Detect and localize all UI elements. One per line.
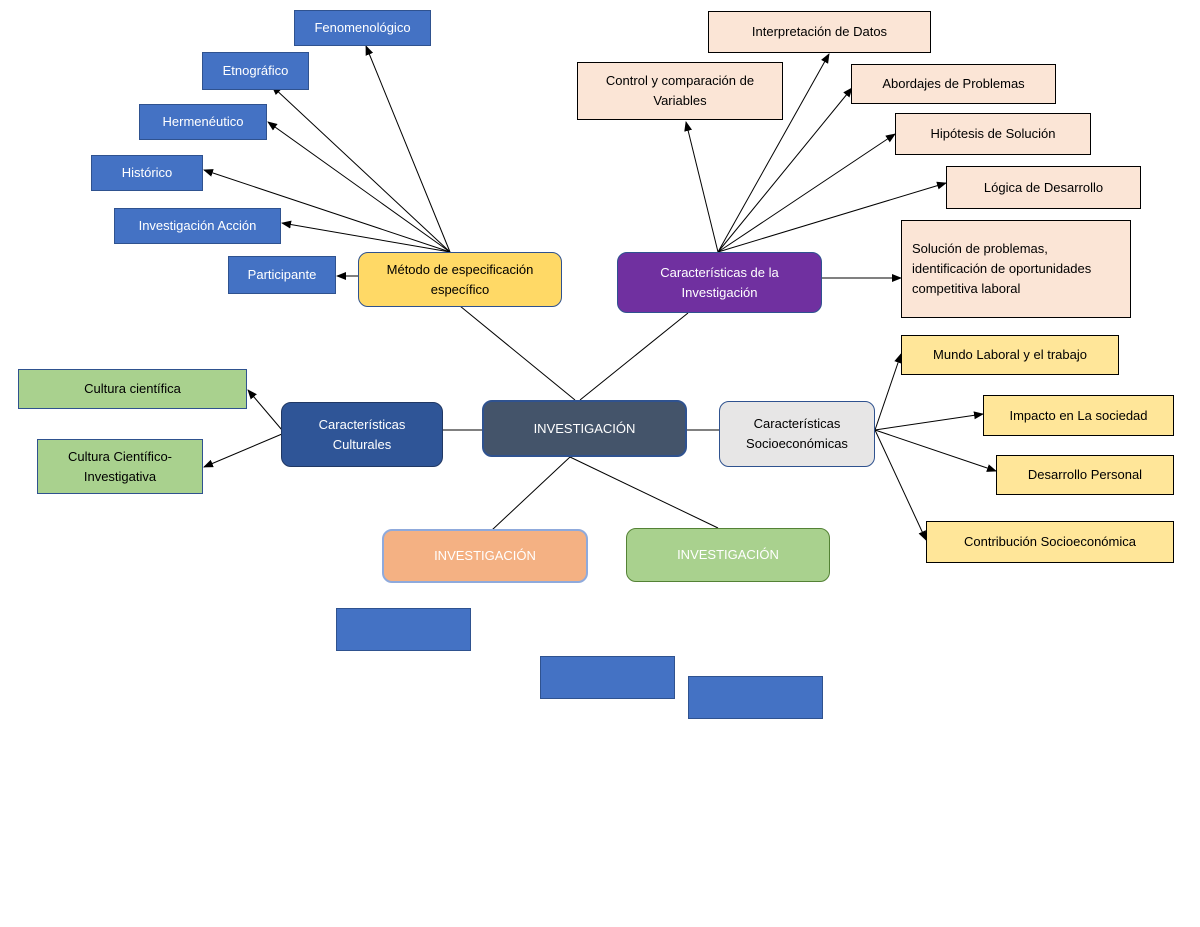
- arrow-fenomenologico: [365, 45, 451, 253]
- arrow-abordajes: [717, 87, 853, 253]
- node-label: Hermenéutico: [162, 114, 244, 129]
- node-label: Características Culturales: [318, 416, 406, 452]
- node-impacto-sociedad: Impacto en La sociedad: [983, 395, 1174, 436]
- node-caracteristicas-culturales: Características Culturales: [281, 402, 443, 467]
- node-label: Participante: [247, 267, 317, 282]
- arrow-etnografico: [271, 85, 451, 253]
- node-historico: Histórico: [91, 155, 203, 191]
- connector-center-metodo: [459, 305, 576, 401]
- arrow-investigacion-accion: [281, 220, 451, 253]
- node-label: Interpretación de Datos: [751, 24, 888, 39]
- node-investigacion-accion: Investigación Acción: [114, 208, 281, 244]
- arrow-contribucion: [874, 429, 927, 541]
- arrow-hermeneutico: [267, 121, 451, 253]
- node-label: Cultura científica: [84, 381, 181, 396]
- connector-center-bottom-left: [491, 456, 571, 531]
- node-label: Desarrollo Personal: [1027, 467, 1143, 482]
- node-abordajes: Abordajes de Problemas: [851, 64, 1056, 104]
- node-solucion-problemas: Solución de problemas, identificación de…: [901, 220, 1131, 318]
- node-label: Mundo Laboral y el trabajo: [933, 347, 1087, 362]
- node-interpretacion-datos: Interpretación de Datos: [708, 11, 931, 53]
- node-label: Hipótesis de Solución: [930, 126, 1056, 141]
- node-label: INVESTIGACIÓN: [533, 420, 636, 436]
- connector-center-bottom-right: [569, 456, 719, 529]
- arrow-historico: [203, 169, 451, 253]
- arrow-logica: [717, 181, 947, 253]
- arrow-mundo-laboral: [874, 353, 902, 431]
- node-label: Abordajes de Problemas: [882, 76, 1025, 91]
- arrow-hipotesis: [717, 133, 896, 253]
- node-label: Lógica de Desarrollo: [983, 179, 1104, 195]
- node-label: Control y comparación de Variables: [605, 73, 755, 108]
- node-label: Histórico: [121, 165, 173, 180]
- node-investigacion-center: INVESTIGACIÓN: [482, 400, 687, 457]
- node-metodo: Método de especificación específico: [358, 252, 562, 307]
- node-desarrollo-personal: Desarrollo Personal: [996, 455, 1174, 495]
- node-label: Solución de problemas, identificación de…: [912, 241, 1092, 296]
- arrow-interpretacion: [717, 53, 830, 253]
- node-investigacion-bottom-left: INVESTIGACIÓN: [382, 529, 588, 583]
- node-caracteristicas-investigacion: Características de la Investigación: [617, 252, 822, 313]
- arrow-desarrollo: [874, 429, 997, 472]
- node-label: Investigación Acción: [138, 218, 257, 233]
- empty-box-3: [688, 676, 823, 719]
- empty-box-2: [540, 656, 675, 699]
- connector-center-research: [579, 312, 689, 401]
- node-etnografico: Etnográfico: [202, 52, 309, 90]
- node-label: Fenomenológico: [314, 20, 411, 35]
- arrow-cultura-investigativa: [203, 433, 283, 468]
- node-caracteristicas-socioeconomicas: Características Socioeconómicas: [719, 401, 875, 467]
- node-label: Método de especificación específico: [386, 261, 534, 297]
- node-label: Características de la Investigación: [660, 264, 779, 300]
- node-participante: Participante: [228, 256, 336, 294]
- node-contribucion-socioeconomica: Contribución Socioeconómica: [926, 521, 1174, 563]
- node-cultura-investigativa: Cultura Científico-Investigativa: [37, 439, 203, 494]
- node-label: Contribución Socioeconómica: [964, 534, 1136, 549]
- node-label: INVESTIGACIÓN: [434, 548, 536, 563]
- node-label: Impacto en La sociedad: [1009, 407, 1148, 423]
- node-control-variables: Control y comparación de Variables: [577, 62, 783, 120]
- node-fenomenologico: Fenomenológico: [294, 10, 431, 46]
- arrow-cultura-cientifica: [247, 389, 283, 431]
- node-label: Etnográfico: [222, 63, 289, 78]
- node-cultura-cientifica: Cultura científica: [18, 369, 247, 409]
- node-label: Cultura Científico-Investigativa: [67, 448, 173, 484]
- node-investigacion-bottom-right: INVESTIGACIÓN: [626, 528, 830, 582]
- node-label: INVESTIGACIÓN: [677, 547, 779, 562]
- node-label: Características Socioeconómicas: [746, 416, 848, 451]
- node-hermeneutico: Hermenéutico: [139, 104, 267, 140]
- node-hipotesis: Hipótesis de Solución: [895, 113, 1091, 155]
- arrow-control: [684, 121, 719, 253]
- node-logica-desarrollo: Lógica de Desarrollo: [946, 166, 1141, 209]
- arrow-impacto: [874, 411, 984, 431]
- node-mundo-laboral: Mundo Laboral y el trabajo: [901, 335, 1119, 375]
- empty-box-1: [336, 608, 471, 651]
